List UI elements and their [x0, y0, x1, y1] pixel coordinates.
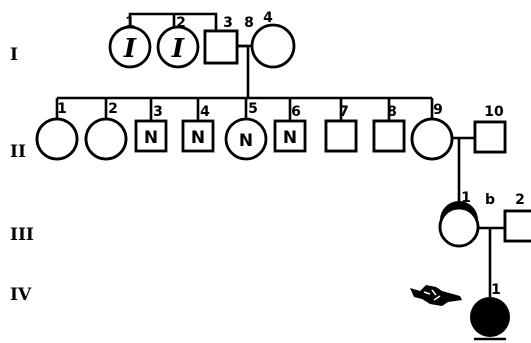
individual-II-1 [35, 117, 79, 161]
individual-II-8 [372, 119, 406, 153]
generation-label-II: II [10, 142, 26, 162]
id-number: 4 [200, 104, 210, 120]
individual-II-9 [410, 117, 454, 161]
id-number: 2 [515, 192, 525, 208]
union-label: b [485, 192, 495, 208]
individual-II-6: N [273, 119, 307, 153]
twin-mark: I [171, 34, 185, 64]
generation-label-I: I [10, 45, 18, 65]
generation-label-IV: IV [10, 285, 32, 305]
id-number: 4 [263, 10, 273, 26]
generation-label-III: III [10, 225, 34, 245]
id-number: 10 [484, 104, 504, 120]
normal-mark: N [144, 128, 158, 148]
individual-II-2 [84, 117, 128, 161]
gen2-lines [55, 46, 475, 212]
individual-I-2: I [156, 25, 200, 69]
normal-mark: N [239, 131, 253, 151]
id-number: 1 [461, 190, 471, 206]
id-number: 2 [176, 15, 186, 31]
id-number: 1 [57, 101, 67, 117]
id-number: 5 [248, 101, 258, 117]
id-number: 2 [108, 101, 118, 117]
individual-II-5: N [224, 117, 268, 161]
individual-I-3 [203, 29, 239, 65]
id-number: 1 [491, 282, 501, 298]
id-number: 3 [153, 104, 163, 120]
id-number: 3 [223, 15, 233, 31]
individual-I-1: I [108, 25, 152, 69]
id-number: 7 [339, 104, 349, 120]
individual-II-10 [473, 120, 507, 154]
individual-III-1 [438, 201, 480, 248]
union-label: 8 [244, 15, 254, 31]
id-number: 6 [291, 104, 301, 120]
id-number: 9 [433, 102, 443, 118]
normal-mark: N [191, 128, 205, 148]
individual-II-4: N [181, 119, 215, 153]
individual-III-2 [503, 209, 531, 243]
individual-II-3: N [134, 119, 168, 153]
individual-II-7 [324, 119, 358, 153]
individual-I-4 [250, 23, 296, 69]
twin-mark: I [123, 34, 137, 64]
id-number: 1 [125, 15, 135, 31]
id-number: 8 [387, 104, 397, 120]
normal-mark: N [283, 128, 297, 148]
individual-IV-1 [470, 297, 510, 341]
proband-hand-pointer-icon [410, 285, 462, 306]
